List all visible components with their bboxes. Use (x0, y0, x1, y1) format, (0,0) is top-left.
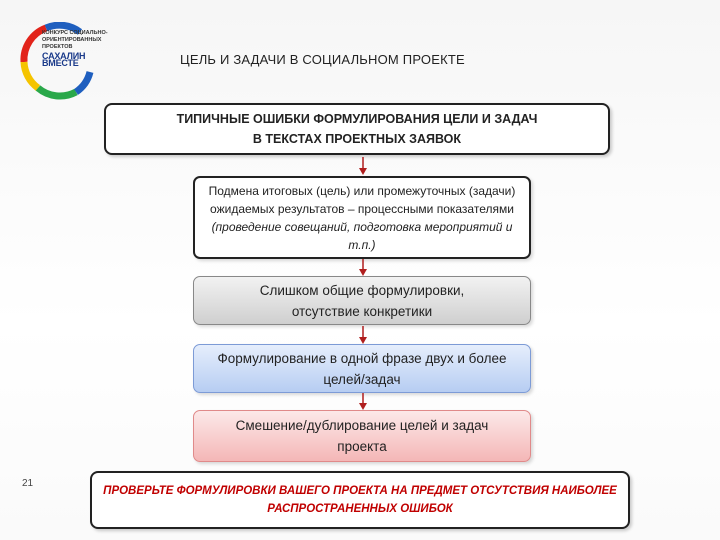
logo-line3: САХАЛИН ВМЕСТЕ (42, 51, 86, 68)
error-4-text: Смешение/дублирование целей и задач прое… (235, 418, 489, 454)
page-title: ЦЕЛЬ И ЗАДАЧИ В СОЦИАЛЬНОМ ПРОЕКТЕ (180, 52, 465, 67)
error-box-substitution: Подмена итоговых (цель) или промежуточны… (193, 176, 531, 259)
header-line1: ТИПИЧНЫЕ ОШИБКИ ФОРМУЛИРОВАНИЯ ЦЕЛИ И ЗА… (176, 112, 538, 126)
footer-text: ПРОВЕРЬТЕ ФОРМУЛИРОВКИ ВАШЕГО ПРОЕКТА НА… (103, 485, 617, 515)
logo-text: Конкурс социально- ориентированных проек… (42, 30, 114, 68)
arrow-down-icon (359, 157, 367, 175)
arrow-down-icon (359, 393, 367, 410)
header-line2: В ТЕКСТАХ ПРОЕКТНЫХ ЗАЯВОК (252, 132, 462, 146)
error-box-too-general: Слишком общие формулировки, отсутствие к… (193, 276, 531, 325)
error-box-duplication: Смешение/дублирование целей и задач прое… (193, 410, 531, 462)
error-3-text: Формулирование в одной фразе двух и боле… (217, 350, 507, 387)
header-box: ТИПИЧНЫЕ ОШИБКИ ФОРМУЛИРОВАНИЯ ЦЕЛИ И ЗА… (104, 103, 610, 155)
error-1-text: Подмена итоговых (цель) или промежуточны… (208, 183, 516, 216)
logo-line1: Конкурс социально- (42, 30, 108, 36)
page-number: 21 (22, 478, 34, 489)
logo-icon (20, 22, 94, 100)
arrow-down-icon (359, 326, 367, 344)
error-1-example: (проведение совещаний, подготовка меропр… (211, 219, 513, 252)
footer-callout: ПРОВЕРЬТЕ ФОРМУЛИРОВКИ ВАШЕГО ПРОЕКТА НА… (90, 471, 630, 529)
logo-line2: ориентированных проектов (42, 37, 102, 50)
arrow-down-icon (359, 259, 367, 276)
error-2-text: Слишком общие формулировки, отсутствие к… (259, 282, 465, 319)
error-box-multiple-goals: Формулирование в одной фразе двух и боле… (193, 344, 531, 393)
